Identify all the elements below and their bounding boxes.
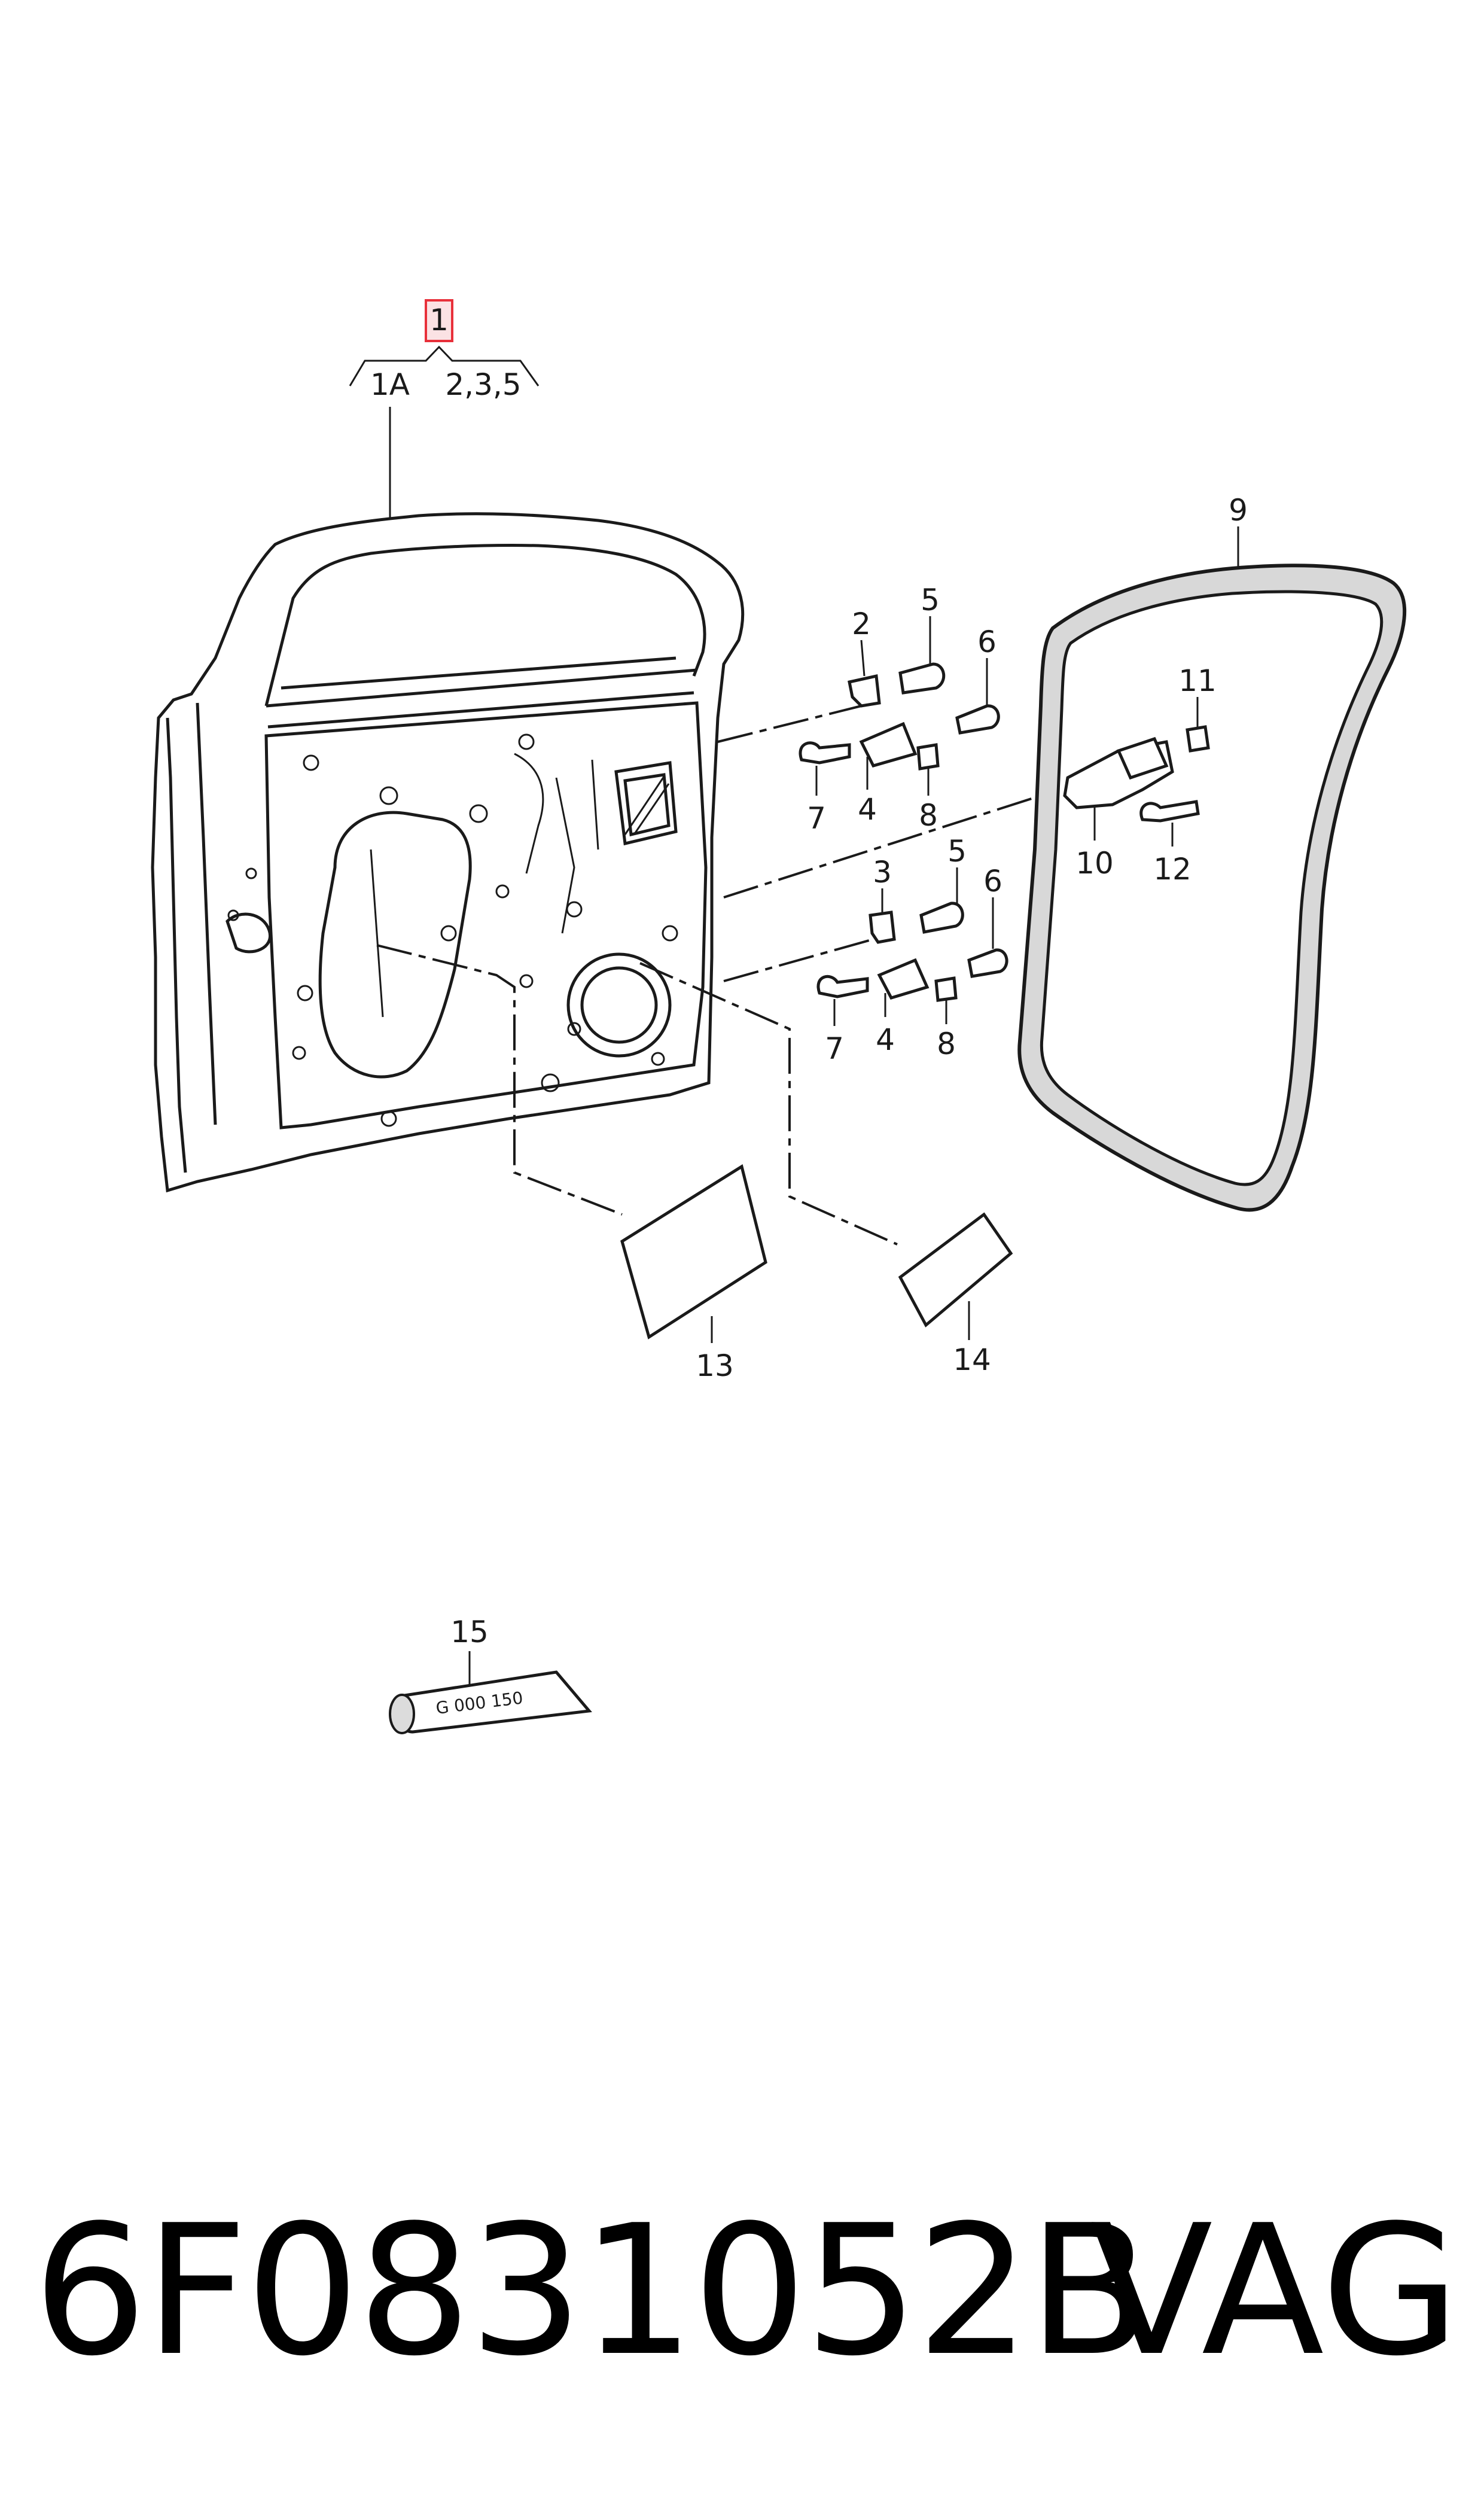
mounting-holes	[227, 733, 678, 1127]
window-sill	[266, 656, 697, 729]
callout-15[interactable]: 15	[450, 1615, 489, 1649]
callout-5-lower[interactable]: 5	[947, 834, 967, 869]
callout-bracket	[349, 345, 540, 386]
callout-1-highlight	[425, 299, 453, 342]
sealant-tube-group[interactable]: G 000 150 15	[389, 1615, 592, 1734]
callout-2[interactable]: 2	[852, 607, 871, 641]
clip-2	[848, 674, 881, 708]
door-check-bracket	[1116, 736, 1169, 780]
sheet-14-group[interactable]: 14	[898, 1212, 1013, 1377]
upper-hinge-group[interactable]: 2 5 6 4 7 8	[799, 583, 1000, 836]
door-seal[interactable]: 9	[1017, 493, 1407, 1212]
callout-11[interactable]: 11	[1178, 663, 1217, 698]
callout-7-lower[interactable]: 7	[825, 1031, 844, 1066]
leader-2	[860, 640, 866, 677]
bolt-12	[1139, 800, 1200, 823]
sheet-13	[620, 1164, 767, 1339]
speaker-hole-inner	[580, 966, 658, 1044]
nut-8-upper	[916, 743, 940, 771]
callout-5-upper[interactable]: 5	[921, 583, 940, 617]
callout-1a[interactable]: 1A	[370, 367, 410, 402]
door-seal-inner	[1040, 590, 1384, 1186]
callout-3[interactable]: 3	[873, 855, 892, 890]
speaker-hole-outer	[566, 952, 672, 1058]
access-window-diag-2	[633, 783, 670, 835]
callout-2-3-5[interactable]: 2,3,5	[445, 367, 521, 402]
callout-7-upper[interactable]: 7	[807, 801, 826, 836]
callout-14[interactable]: 14	[953, 1342, 991, 1377]
bolt-6-upper	[955, 704, 1000, 735]
bolt-6-lower	[967, 948, 1008, 978]
callout-8-upper[interactable]: 8	[919, 798, 938, 833]
callout-13[interactable]: 13	[696, 1348, 734, 1383]
door-check-group[interactable]: 10 11 12	[1063, 663, 1217, 887]
door-side-edge	[166, 702, 217, 1173]
inner-panel	[264, 701, 708, 1129]
panel-reinforcement	[370, 753, 599, 1018]
bolt-7-lower	[816, 975, 869, 998]
bolt-5-lower	[919, 902, 964, 934]
callout-1-group[interactable]: 1	[425, 299, 453, 342]
callout-10[interactable]: 10	[1075, 846, 1114, 881]
nut-8-lower	[934, 976, 958, 1002]
sealant-tube-cap	[389, 1694, 415, 1734]
door-outer-frame	[151, 512, 745, 1193]
part-number: 6F0831052B	[33, 2187, 1151, 2395]
nut-11	[1186, 725, 1210, 753]
callout-4-lower[interactable]: 4	[876, 1022, 895, 1057]
hinge-4-lower	[877, 958, 930, 1000]
lower-hinge-group[interactable]: 3 5 6 4 7 8	[816, 834, 1008, 1066]
sheet-13-group[interactable]: 13	[620, 1164, 767, 1383]
sheet-14	[898, 1212, 1013, 1327]
bolt-5-upper	[898, 662, 946, 695]
assembly-lines	[376, 705, 1041, 1246]
callout-12[interactable]: 12	[1153, 852, 1192, 887]
callout-9[interactable]: 9	[1229, 493, 1248, 528]
clip-3	[869, 911, 896, 944]
bolt-7-upper	[799, 741, 851, 765]
callout-6-lower[interactable]: 6	[983, 864, 1002, 899]
hinge-4-upper	[859, 721, 918, 768]
upper-access-window	[614, 761, 678, 846]
callout-6-upper[interactable]: 6	[977, 625, 997, 659]
access-window-diag-1	[624, 776, 665, 835]
large-access-hole	[318, 811, 472, 1079]
window-frame	[264, 544, 706, 707]
callout-8-lower[interactable]: 8	[937, 1027, 956, 1061]
door-shell[interactable]	[151, 512, 745, 1193]
brand-label: VAG	[1090, 2187, 1460, 2395]
hinge-recess	[226, 912, 272, 954]
callout-1[interactable]: 1	[429, 303, 449, 337]
callout-4-upper[interactable]: 4	[858, 792, 877, 827]
